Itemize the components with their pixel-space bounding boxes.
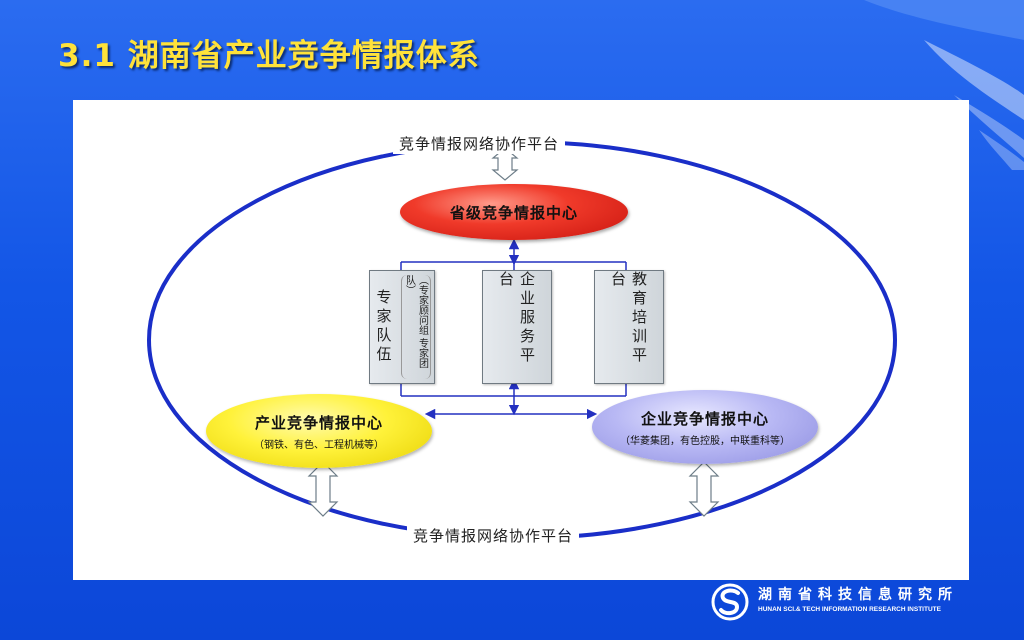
enterprise-center-node: 企业竞争情报中心 （华菱集团，有色控股，中联重科等）	[592, 390, 818, 464]
left-hollow-arrow	[307, 461, 339, 517]
institute-logo: 湖南省科技信息研究所 HUNAN SCI.& TECH INFORMATION …	[710, 582, 1010, 622]
network-platform-top: 竞争情报网络协作平台	[393, 133, 566, 154]
service-platform-label: 企业服务平台	[497, 271, 536, 366]
expert-team-box: 专家队伍 （专家顾问组 专家团队）	[369, 270, 435, 384]
diagram-panel: 竞争情报网络协作平台 省级竞争情报中心 专家队伍 （专家顾问组 专家团队） 企业…	[73, 100, 969, 580]
training-platform-box: 教育培训平台	[594, 270, 664, 384]
expert-team-label: 专家队伍	[374, 289, 393, 365]
enterprise-center-sub: （华菱集团，有色控股，中联重科等）	[620, 435, 790, 447]
expert-team-note: （专家顾问组 专家团队）	[400, 275, 431, 379]
industry-center-sub: （钢铁、有色、工程机械等）	[254, 439, 384, 451]
enterprise-center-title: 企业竞争情报中心	[640, 409, 769, 428]
provincial-center-label: 省级竞争情报中心	[449, 203, 578, 222]
network-platform-bottom: 竞争情报网络协作平台	[407, 525, 580, 546]
logo-name-cn: 湖南省科技信息研究所	[758, 587, 958, 603]
industry-center-title: 产业竞争情报中心	[254, 413, 383, 432]
decorative-stripes	[864, 0, 1024, 170]
service-platform-box: 企业服务平台	[482, 270, 552, 384]
industry-center-node: 产业竞争情报中心 （钢铁、有色、工程机械等）	[206, 394, 432, 468]
logo-name-en: HUNAN SCI.& TECH INFORMATION RESEARCH IN…	[758, 606, 941, 613]
slide-title: 3.1 湖南省产业竞争情报体系	[58, 38, 480, 74]
training-platform-label: 教育培训平台	[609, 271, 648, 366]
right-hollow-arrow	[688, 461, 720, 517]
provincial-center-node: 省级竞争情报中心	[400, 184, 628, 240]
logo-emblem-icon	[711, 583, 749, 621]
top-hollow-arrow	[491, 147, 519, 181]
